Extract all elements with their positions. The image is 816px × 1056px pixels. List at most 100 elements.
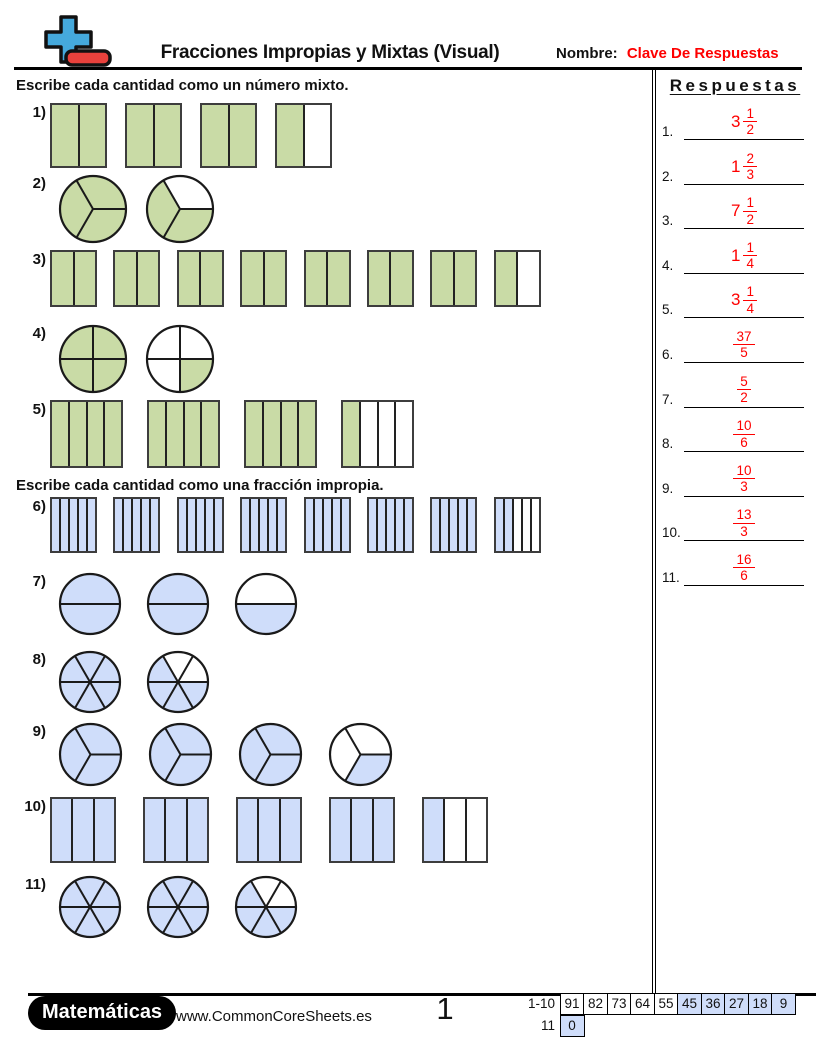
fraction-part: [115, 252, 138, 305]
circle-sector: [180, 359, 213, 392]
fraction-part: [532, 499, 539, 551]
answer-whole-number: 1: [731, 156, 741, 176]
fraction-part: [246, 402, 264, 466]
fraction-numerator: 10: [733, 418, 755, 435]
circle-sector: [93, 359, 126, 392]
answers-heading: Respuestas: [669, 76, 801, 95]
fraction-part: [404, 499, 412, 551]
fraction-part: [105, 402, 121, 466]
score-cell: 73: [606, 993, 632, 1015]
circle-outline: [58, 174, 128, 244]
fraction-part: [281, 402, 300, 466]
page-number: 1: [436, 991, 454, 1026]
circle-sector: [236, 573, 296, 604]
fraction-part: [187, 799, 207, 861]
circle-outline: [58, 650, 122, 714]
sector-divider-line: [344, 754, 362, 782]
fraction-part: [263, 402, 282, 466]
fraction-part: [305, 252, 329, 305]
fraction-rectangle: [50, 400, 123, 468]
circle-sector: [60, 326, 93, 359]
fraction-part: [495, 252, 519, 305]
fraction-part: [52, 499, 61, 551]
problem-shapes: [50, 324, 215, 394]
problem-shapes: [50, 174, 215, 244]
score-cell: 0: [559, 1015, 585, 1037]
fraction-rectangle: [329, 797, 395, 863]
fraction-rectangle: [244, 400, 317, 468]
circle-sector: [147, 326, 180, 359]
fraction-part: [278, 499, 286, 551]
circle-sector: [59, 180, 93, 238]
answer-blank-line: [684, 585, 804, 586]
fraction-rectangle: [366, 250, 414, 307]
fraction-part: [184, 402, 203, 466]
circle-outline: [328, 722, 393, 787]
brand-badge: Matemáticas: [28, 996, 177, 1030]
fraction-part: [269, 499, 279, 551]
problem-number: 5): [32, 401, 46, 418]
circle-sector: [93, 326, 126, 359]
problem-number: 1): [32, 104, 46, 121]
section1-instruction: Escribe cada cantidad como un número mix…: [16, 77, 349, 94]
fraction-denominator: 4: [746, 300, 754, 316]
answer-number: 3.: [662, 213, 674, 229]
circle-sector: [251, 907, 281, 937]
circle-sector: [75, 877, 105, 907]
fraction-numerator: 10: [733, 463, 755, 480]
fraction-part: [323, 499, 333, 551]
fraction-rectangle: [176, 497, 224, 553]
sector-divider-line: [162, 906, 179, 934]
sector-divider-line: [177, 880, 194, 908]
fraction-part: [87, 402, 106, 466]
fraction-rectangle: [240, 250, 288, 307]
sector-divider-line: [177, 655, 194, 683]
fraction-circle: [58, 875, 122, 939]
fraction-part: [73, 799, 95, 861]
fraction-part: [368, 499, 378, 551]
fraction-denominator: 3: [746, 167, 754, 183]
problem-row: 8): [12, 650, 210, 714]
score-cell: 9: [771, 993, 796, 1015]
score-cell: 36: [700, 993, 726, 1015]
answer-blank-line: [684, 406, 804, 408]
circle-outline: [145, 324, 215, 394]
fraction-part: [373, 799, 393, 861]
fraction-circle: [148, 722, 213, 787]
fraction-part: [264, 252, 286, 305]
fraction-part: [395, 499, 405, 551]
answer-blank-line: [684, 362, 804, 363]
sector-divider-line: [162, 179, 181, 210]
fraction-part: [514, 499, 523, 551]
fraction-part: [280, 799, 300, 861]
fraction-denominator: 3: [740, 479, 748, 495]
fraction-rectangle: [50, 797, 116, 863]
fraction-circle: [146, 650, 210, 714]
answer-blank-line: [684, 183, 804, 185]
circle-sector: [75, 682, 105, 712]
sector-divider-line: [164, 754, 182, 782]
fraction-part: [178, 252, 202, 305]
sector-divider-line: [250, 906, 267, 934]
fraction-denominator: 5: [740, 345, 748, 361]
answer-blank-line: [684, 451, 804, 453]
fraction-part: [396, 402, 412, 466]
fraction-circle: [234, 572, 298, 636]
circle-sector: [251, 877, 281, 907]
fraction-rectangle: [341, 400, 414, 468]
fraction-part: [368, 252, 392, 305]
answer-number: 9.: [662, 480, 674, 496]
fraction-part: [459, 499, 469, 551]
fraction-part: [133, 499, 143, 551]
